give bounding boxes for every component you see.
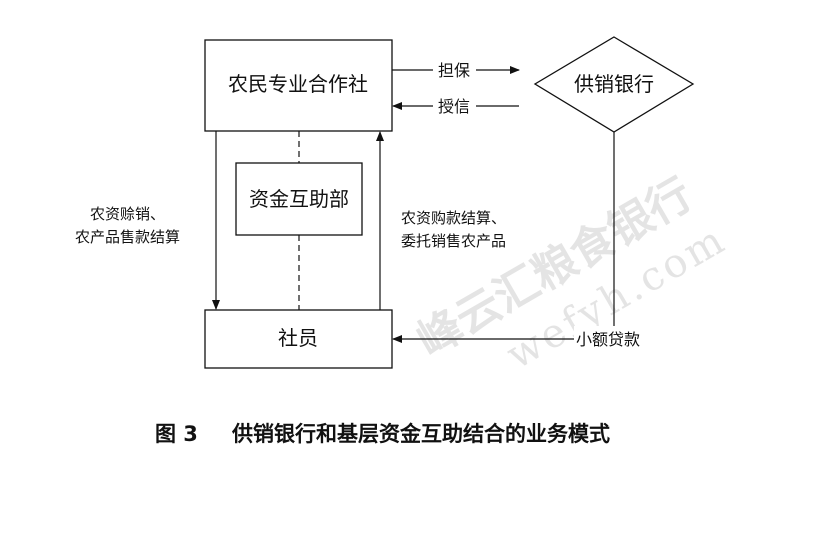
cooperative-label: 农民专业合作社 [228,72,368,96]
left-label-line2: 农产品售款结算 [75,228,180,246]
figure-title: 供销银行和基层资金互助结合的业务模式 [232,422,610,446]
bank-label: 供销银行 [574,72,654,96]
small-loan-label: 小额贷款 [576,330,640,349]
watermark: 峰云汇粮食银行 wefyh.com [409,169,734,379]
small-loan-label-bg [574,326,644,350]
member-label: 社员 [278,326,318,350]
figure-number: 图 3 [155,422,198,446]
right-label-line2: 委托销售农产品 [401,232,506,250]
right-label-line1: 农资购款结算、 [401,209,506,227]
left-label-line1: 农资赊销、 [90,205,165,223]
mutual-aid-label: 资金互助部 [249,187,349,211]
guarantee-label: 担保 [438,61,470,80]
credit-label: 授信 [438,97,470,116]
figure-caption: 图 3 供销银行和基层资金互助结合的业务模式 [0,418,832,448]
